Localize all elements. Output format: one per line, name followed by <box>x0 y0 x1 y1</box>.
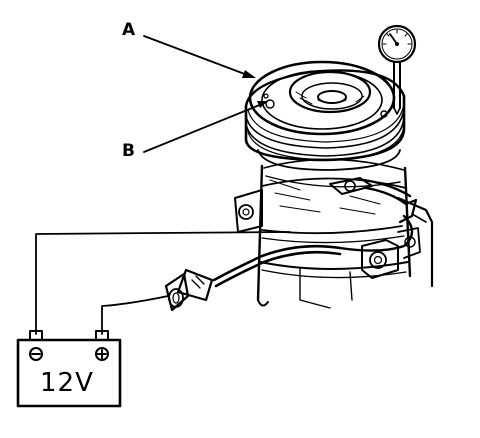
callout-leader-b <box>143 101 268 153</box>
wiring <box>35 231 342 335</box>
battery-voltage-label: 12V <box>40 368 94 398</box>
dial-gauge-icon <box>377 24 417 115</box>
callout-label-a: A <box>122 20 136 40</box>
callout-label-b: B <box>122 141 135 161</box>
callout-leader-a <box>143 35 256 78</box>
minus-icon <box>29 347 43 361</box>
field-coil-lead <box>329 177 418 252</box>
connector <box>164 268 214 312</box>
compressor-body <box>234 158 434 309</box>
plus-icon <box>95 347 109 361</box>
battery <box>16 330 122 408</box>
clutch-front-plate <box>248 60 396 136</box>
